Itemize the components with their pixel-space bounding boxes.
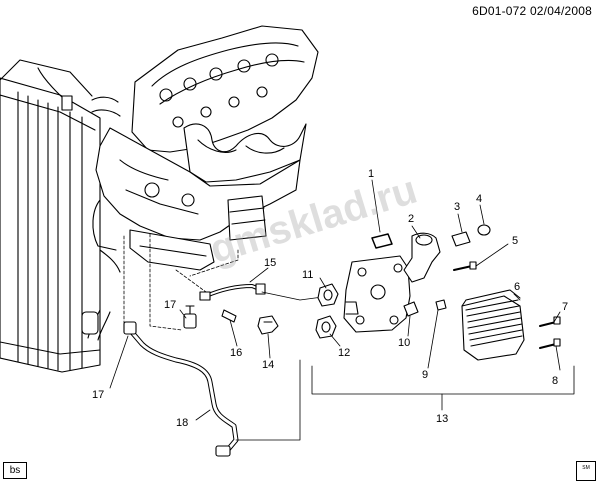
callout-3: 3 (454, 201, 460, 213)
callout-5: 5 (512, 235, 518, 247)
callout-17-bottom: 17 (92, 389, 104, 401)
part-10-seal (403, 301, 419, 317)
publisher-logo-icon: SM (576, 461, 596, 481)
callout-8: 8 (552, 375, 558, 387)
callout-15: 15 (264, 257, 276, 269)
engine-block (92, 25, 319, 271)
part-12-plug (315, 315, 337, 339)
callout-9: 9 (422, 369, 428, 381)
oil-cooler-adapter (343, 255, 411, 333)
radiator (0, 59, 101, 373)
corner-badge: bs (3, 462, 27, 479)
diagram-id: 6D01-072 (472, 4, 527, 18)
leader-lines (123, 233, 239, 331)
callout-labels: 1 2 3 4 5 6 7 8 9 10 11 12 13 14 15 16 1… (92, 168, 568, 429)
callout-2: 2 (408, 213, 414, 225)
part-2-elbow (403, 232, 441, 283)
part-16-sensor (221, 309, 237, 323)
part-11-plug (317, 283, 339, 307)
callout-14: 14 (262, 359, 274, 371)
callout-18: 18 (176, 417, 188, 429)
callout-10: 10 (398, 337, 410, 349)
callout-17-top: 17 (164, 299, 176, 311)
part-14-bracket (257, 315, 279, 335)
part-17-fitting (183, 305, 197, 329)
leader-lines-2 (235, 291, 331, 441)
part-7-bolt (539, 316, 561, 327)
part-9-dowel (435, 299, 447, 311)
callout-4: 4 (476, 193, 482, 205)
part-8-bolt (539, 338, 561, 349)
diagram-date: 02/04/2008 (529, 4, 592, 18)
part-3-fitting (451, 231, 471, 247)
callout-12: 12 (338, 347, 350, 359)
part-1-gasket (371, 233, 393, 249)
part-4-cap (477, 224, 491, 236)
part-15-cooler-pipe (199, 283, 266, 301)
part-5-bolt (453, 261, 477, 271)
callout-11: 11 (302, 269, 313, 281)
callout-leaders (109, 179, 575, 421)
diagram-header: 6D01-072 02/04/2008 (472, 4, 592, 18)
callout-13: 13 (436, 413, 448, 425)
logo-text: SM (582, 465, 590, 471)
part-18-cooler-hose (123, 321, 239, 457)
callout-6: 6 (514, 281, 520, 293)
callout-1: 1 (368, 168, 374, 180)
callout-16: 16 (230, 347, 242, 359)
radiator-hoses (81, 96, 121, 341)
part-6-oil-cooler (461, 289, 525, 361)
callout-7: 7 (562, 301, 568, 313)
